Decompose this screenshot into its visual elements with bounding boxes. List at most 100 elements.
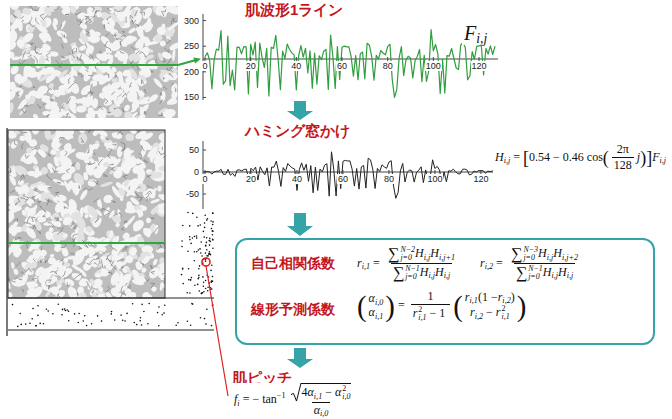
- skin-cell: [97, 286, 104, 293]
- pitch-dot: [210, 220, 212, 222]
- formula-symbol: i,j: [504, 156, 511, 165]
- limits: N−2j=0: [400, 246, 415, 263]
- formula-symbol: =: [513, 151, 520, 165]
- skin-furrow: [43, 214, 46, 217]
- skin-cell: [142, 191, 151, 201]
- axis-tick: [203, 97, 206, 98]
- pitch-dot: [37, 305, 39, 307]
- pitch-dot: [207, 255, 209, 257]
- windowed-chart: [203, 141, 499, 209]
- skin-cell: [117, 209, 122, 217]
- formula-part: ri,2: [480, 257, 493, 271]
- skin-furrow: [18, 198, 20, 203]
- formula-symbol: − 1: [429, 307, 445, 321]
- skin-cell: [113, 87, 120, 93]
- leader-line: [206, 266, 228, 396]
- pitch-dot: [124, 320, 126, 322]
- skin-furrow: [54, 6, 58, 10]
- formula-symbol: 2: [418, 306, 426, 314]
- skin-furrow: [58, 146, 61, 149]
- skin-furrow: [89, 75, 94, 77]
- pitch-dot: [203, 282, 205, 284]
- pitch-dot: [78, 322, 80, 324]
- skin-furrow: [120, 43, 122, 47]
- skin-cell: [166, 113, 173, 118]
- skin-furrow: [162, 58, 165, 62]
- skin-cell: [141, 20, 151, 30]
- skin-furrow: [60, 137, 65, 139]
- pitch-dot: [136, 324, 138, 326]
- skin-cell: [95, 140, 100, 144]
- formula-symbol: H: [495, 151, 504, 165]
- pitch-dot: [182, 268, 184, 270]
- formula-part: ∑N−2j=0Hi,jHi,j+1: [388, 246, 455, 263]
- pitch-dot: [201, 293, 203, 295]
- process-box: 自己相関係数ri,1=∑N−2j=0Hi,jHi,j+1∑N−1j=0Hi,jH…: [235, 238, 655, 345]
- skin-cell: [87, 46, 94, 52]
- skin-furrow: [122, 32, 124, 34]
- skin-cell: [131, 101, 138, 110]
- skin-furrow: [108, 8, 112, 11]
- pitch-dot: [203, 231, 205, 233]
- formula-symbol: i,j: [428, 271, 435, 280]
- formula-part: r2i,1: [496, 305, 510, 322]
- skin-furrow: [130, 15, 133, 19]
- skin-cell: [111, 76, 119, 84]
- formula-part: Hi,j: [538, 247, 553, 261]
- skin-cell: [138, 91, 146, 99]
- skin-furrow: [107, 258, 111, 262]
- formula-part: ri,1: [465, 291, 478, 305]
- skin-furrow: [105, 41, 108, 48]
- formula-part: αi,1: [308, 386, 323, 400]
- skin-cell: [157, 203, 165, 209]
- skin-furrow: [24, 223, 31, 225]
- skin-cell: [112, 108, 123, 118]
- denominator: αi,0: [312, 402, 331, 418]
- skin-furrow: [113, 35, 117, 36]
- skin-cell: [171, 83, 178, 93]
- pitch-dot: [78, 313, 80, 315]
- skin-cell: [30, 261, 38, 268]
- skin-furrow: [20, 198, 28, 200]
- skin-cell: [127, 14, 130, 26]
- skin-furrow: [99, 106, 104, 110]
- skin-furrow: [108, 74, 110, 78]
- pitch-dot: [207, 286, 209, 288]
- skin-furrow: [57, 294, 59, 297]
- skin-cell: [168, 98, 178, 105]
- skin-furrow: [147, 185, 155, 189]
- skin-cell: [81, 29, 87, 35]
- skin-cell: [116, 51, 129, 62]
- skin-cell: [50, 139, 61, 151]
- skin-cell: [8, 164, 15, 175]
- texture-ground: [10, 6, 178, 118]
- skin-cell: [13, 268, 19, 275]
- formula-symbol: i,1: [501, 313, 509, 321]
- pitch-dot: [132, 303, 134, 305]
- scan-arrow: [178, 60, 195, 65]
- skin-furrow: [118, 131, 123, 135]
- pitch-dot: [201, 255, 203, 257]
- skin-furrow: [24, 104, 33, 106]
- skin-furrow: [73, 225, 76, 228]
- skin-furrow: [60, 24, 62, 28]
- skin-cell: [160, 172, 165, 179]
- pitch-dot: [212, 212, 214, 214]
- formula-symbol: H: [553, 247, 562, 261]
- skin-furrow: [144, 90, 146, 94]
- skin-cell: [21, 31, 35, 45]
- skin-cell: [48, 82, 55, 89]
- skin-furrow: [21, 174, 25, 179]
- skin-cell: [8, 204, 22, 211]
- skin-cell: [10, 50, 16, 59]
- formula-symbol: 4: [302, 386, 308, 400]
- pitch-dot: [194, 251, 196, 253]
- skin-cell: [52, 22, 58, 31]
- skin-furrow: [34, 189, 38, 192]
- skin-cell: [78, 277, 90, 287]
- axis-tick-label: 20: [245, 61, 257, 71]
- skin-cell: [19, 53, 32, 60]
- skin-cell: [103, 156, 116, 164]
- skin-cell: [45, 6, 60, 14]
- formula-symbol: j=0: [405, 273, 420, 281]
